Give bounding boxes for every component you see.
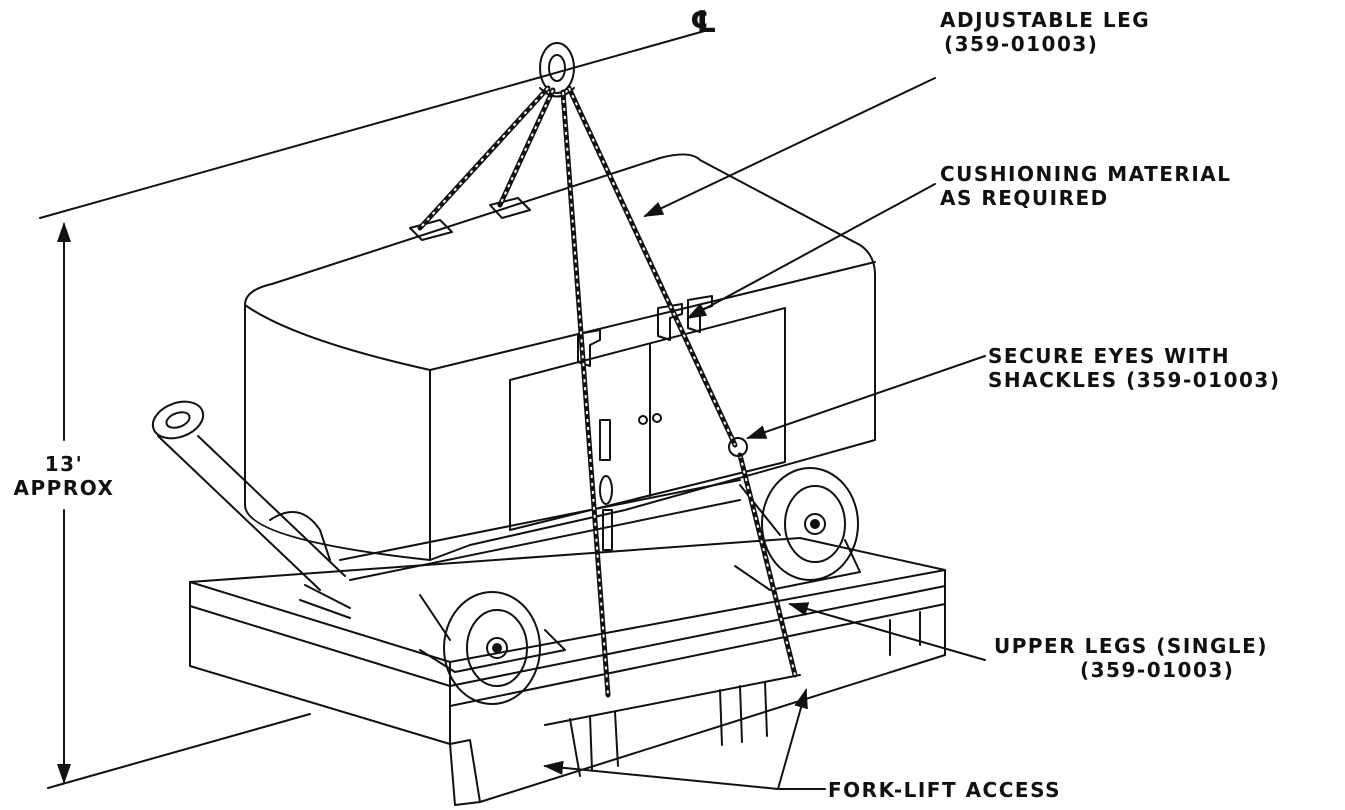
leader-adjustable-leg bbox=[643, 77, 936, 217]
callout-cushioning-line2: AS REQUIRED bbox=[940, 186, 1109, 210]
centerline-line bbox=[39, 29, 709, 219]
callout-upper-legs-line2: (359-01003) bbox=[1080, 658, 1235, 682]
callout-cushioning-line1: CUSHIONING MATERIAL bbox=[940, 162, 1232, 186]
callout-secure-eyes: SECURE EYES WITH SHACKLES (359-01003) bbox=[988, 344, 1280, 392]
centerline-symbol: ℄ bbox=[690, 5, 719, 40]
callout-upper-legs-line1: UPPER LEGS (SINGLE) bbox=[994, 634, 1268, 658]
callout-fork-lift: FORK-LIFT ACCESS bbox=[828, 778, 1061, 802]
chassis-frame bbox=[339, 479, 781, 641]
callout-adjustable-leg-part: (359-01003) bbox=[944, 32, 1099, 56]
dimension-label: 13' APPROX bbox=[8, 452, 120, 500]
leader-cushioning bbox=[686, 183, 936, 319]
wheel-chocks bbox=[419, 539, 861, 673]
dimension-value: 13' bbox=[44, 452, 84, 476]
rear-wheel bbox=[761, 467, 859, 581]
leader-secure-eyes bbox=[746, 355, 986, 439]
callout-upper-legs: UPPER LEGS (SINGLE) (359-01003) bbox=[994, 634, 1268, 682]
generator-cabinet bbox=[244, 153, 876, 561]
dimension-unit: APPROX bbox=[13, 476, 115, 500]
towbar bbox=[151, 400, 351, 619]
slings bbox=[417, 85, 798, 698]
pallet bbox=[189, 537, 946, 806]
leader-upper-legs bbox=[788, 602, 986, 661]
callout-cushioning: CUSHIONING MATERIAL AS REQUIRED bbox=[940, 162, 1232, 210]
callout-secure-eyes-line1: SECURE EYES WITH bbox=[988, 344, 1231, 368]
cushioning-pads bbox=[409, 197, 713, 367]
callout-secure-eyes-line2: SHACKLES (359-01003) bbox=[988, 368, 1281, 392]
callout-adjustable-leg: ADJUSTABLE LEG (359-01003) bbox=[940, 8, 1150, 56]
leader-fork-lift bbox=[543, 688, 826, 790]
callout-adjustable-leg-name: ADJUSTABLE LEG bbox=[940, 8, 1151, 32]
extension-line-bottom bbox=[47, 713, 311, 789]
callout-fork-lift-line1: FORK-LIFT ACCESS bbox=[828, 778, 1061, 802]
turnbuckle bbox=[599, 419, 748, 551]
front-wheel bbox=[443, 591, 541, 705]
